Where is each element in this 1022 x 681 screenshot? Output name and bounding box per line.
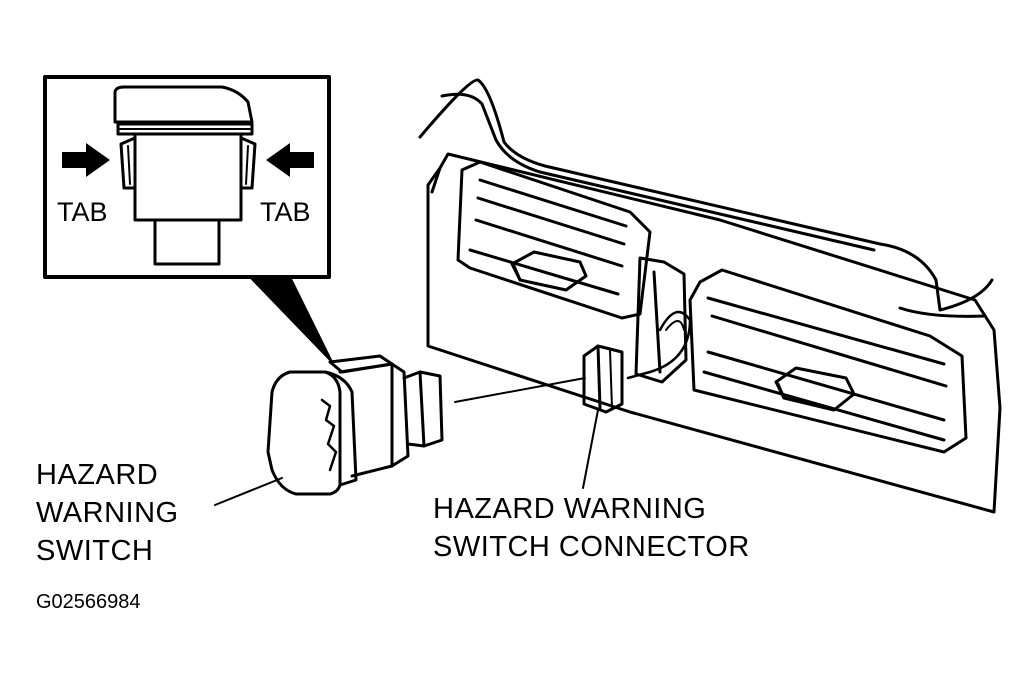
hazard-switch [266, 354, 444, 496]
connector-label-line2: SWITCH CONNECTOR [433, 531, 750, 563]
inset-detail [43, 75, 331, 279]
inset-switch-cap [113, 85, 254, 124]
right-tab [239, 136, 257, 190]
tab-label-right: TAB [260, 197, 311, 227]
connector-leader-line [582, 409, 599, 489]
switch-label-line1: HAZARD [36, 459, 159, 491]
connector-label-line1: HAZARD WARNING [433, 493, 707, 525]
switch-leader-line [214, 477, 283, 506]
hazard-switch-connector [582, 344, 624, 414]
switch-to-connector-line [454, 377, 586, 403]
connector-label: HAZARD WARNING SWITCH CONNECTOR [433, 490, 750, 566]
inset-switch-body [133, 132, 243, 222]
switch-label-line3: SWITCH [36, 535, 154, 567]
tab-label-left: TAB [57, 197, 108, 227]
right-arrow-icon [266, 143, 314, 177]
dashboard-vent-panel [418, 78, 1002, 514]
left-tab [119, 136, 137, 190]
figure-id: G02566984 [36, 591, 141, 613]
switch-label-line2: WARNING [36, 497, 179, 529]
inset-switch-stem [153, 218, 221, 266]
inset-frame [43, 75, 331, 279]
hazard-switch-label: HAZARD WARNING SWITCH [36, 456, 179, 570]
left-arrow-icon [62, 143, 110, 177]
detail-callout-pointer [249, 276, 333, 363]
